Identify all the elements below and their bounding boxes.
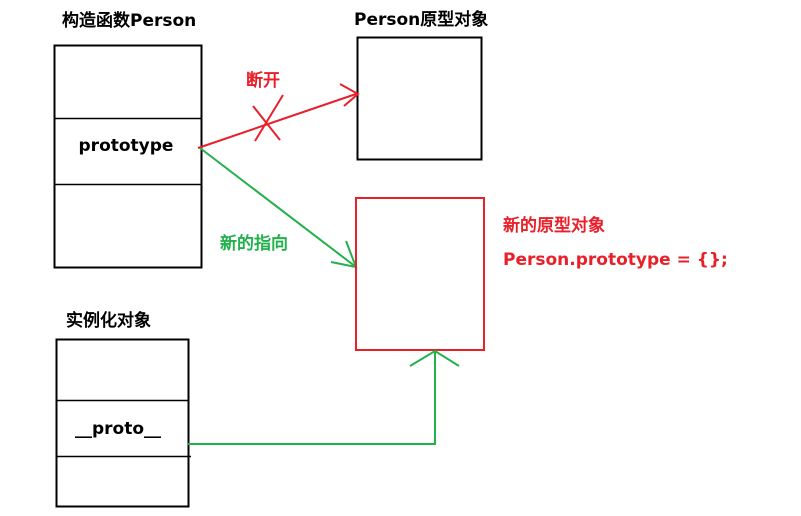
old-prototype-title: Person原型对象: [354, 9, 488, 30]
instance-box-frame: [55, 338, 190, 508]
broken-link-arrow: [197, 83, 360, 149]
new-pointer-label: 新的指向: [220, 233, 288, 254]
old-prototype-box: [356, 36, 483, 161]
instance-box: [55, 338, 191, 508]
new-prototype-title: 新的原型对象: [503, 215, 605, 236]
constructor-title: 构造函数Person: [62, 10, 196, 31]
proto-link-arrowhead: [409, 349, 460, 367]
instance-proto-label: __proto__: [75, 419, 162, 439]
broken-link-label: 断开: [246, 70, 280, 91]
broken-cross-icon: [252, 94, 284, 142]
constructor-box: [53, 44, 203, 269]
instance-title: 实例化对象: [66, 310, 151, 331]
constructor-prototype-label: prototype: [79, 136, 174, 156]
constructor-box-frame: [53, 44, 203, 269]
new-prototype-box: [355, 197, 485, 351]
proto-link-arrow: [188, 349, 460, 445]
new-prototype-code: Person.prototype = {};: [503, 250, 728, 270]
broken-link-arrowhead: [339, 83, 360, 107]
